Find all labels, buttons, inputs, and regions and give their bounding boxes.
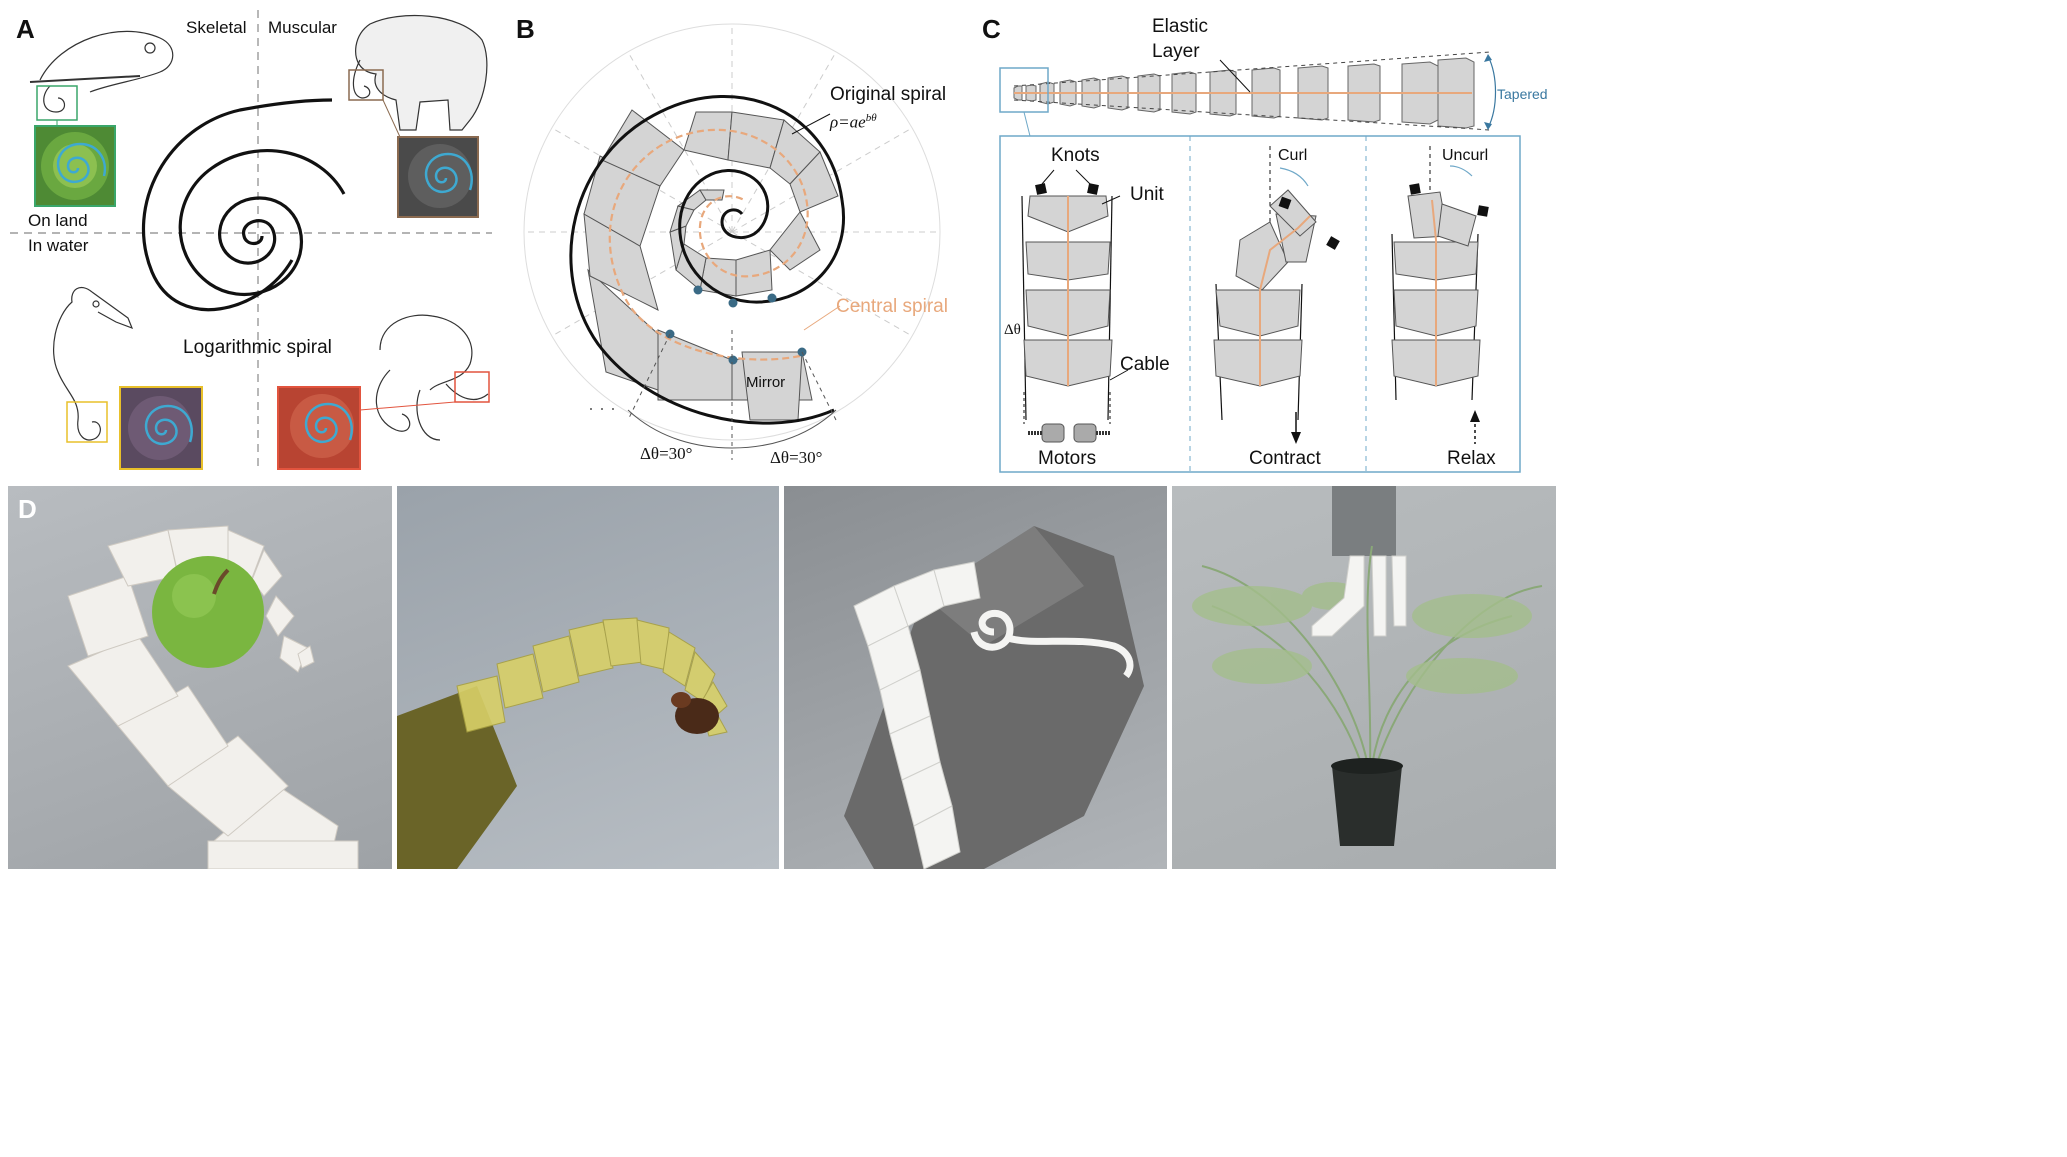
joint-nodes <box>665 285 807 365</box>
spiral-equation-exponent: bθ <box>865 112 877 124</box>
central-spiral-label: Central spiral <box>836 296 948 317</box>
cable-label: Cable <box>1120 354 1170 375</box>
uncurl-column <box>1391 146 1489 444</box>
panel-b: B <box>500 0 970 480</box>
on-land-label: On land <box>28 211 88 230</box>
elephant-sketch <box>352 14 488 131</box>
panel-c-figure <box>999 51 1521 473</box>
octopus-zoom-box <box>454 371 490 403</box>
elastic-layer-label-2: Layer <box>1152 41 1200 62</box>
uncurl-label: Uncurl <box>1442 147 1489 164</box>
panel-a-label: A <box>16 14 35 44</box>
elephant-trunk-photo <box>397 136 479 218</box>
panel-a-figure <box>10 10 492 472</box>
chameleon-sketch <box>29 30 174 113</box>
tapered-robot <box>1013 57 1475 129</box>
chameleon-zoom-box <box>36 85 78 121</box>
elastic-layer-label-1: Elastic <box>1152 16 1208 37</box>
tapered-label: Tapered <box>1497 86 1548 102</box>
knots-label: Knots <box>1051 145 1100 166</box>
octopus-sketch <box>375 314 489 441</box>
mirror-label: Mirror <box>746 374 786 391</box>
motors <box>1028 423 1110 443</box>
panel-d-label: D <box>18 494 37 524</box>
spiral-equation: ρ=aebθ <box>830 112 877 133</box>
insect-grasp-illustration <box>397 617 728 869</box>
logarithmic-spiral <box>178 148 346 297</box>
panel-c-label: C <box>982 14 1001 44</box>
seahorse-sketch <box>53 287 134 441</box>
logarithmic-spiral-outer <box>141 98 333 312</box>
chameleon-tail-photo <box>34 125 116 207</box>
delta-right-label: Δθ=30° <box>770 448 823 467</box>
panel-b-figure <box>523 23 941 460</box>
spiral-equation-base: ρ=ae <box>830 112 866 132</box>
seahorse-tail-photo <box>119 386 203 470</box>
photo-rock-grasp <box>784 486 1167 869</box>
curl-column <box>1213 146 1340 444</box>
muscular-label: Muscular <box>268 18 337 37</box>
actuation-frame <box>999 135 1521 473</box>
photo-apple-grasp <box>8 486 392 869</box>
delta-left-label: Δθ=30° <box>640 444 693 463</box>
elephant-zoom-box <box>348 69 384 101</box>
panel-c: C Elastic Layer <box>970 0 1563 480</box>
original-spiral <box>569 95 845 425</box>
spiral-units <box>583 109 839 421</box>
apple-grasp-illustration <box>67 525 359 869</box>
plant-grasp-illustration <box>1192 486 1543 846</box>
central-spiral <box>608 128 809 361</box>
ellipsis: · · · <box>588 398 616 418</box>
logarithmic-spiral-caption: Logarithmic spiral <box>183 337 332 358</box>
seahorse-zoom-box <box>66 401 108 443</box>
panel-b-label: B <box>516 14 535 44</box>
delta-theta-label: Δθ <box>1004 322 1021 338</box>
photo-plant-grasp <box>1172 486 1556 869</box>
relax-label: Relax <box>1447 448 1496 469</box>
unit-label: Unit <box>1130 184 1164 205</box>
skeletal-label: Skeletal <box>186 18 247 37</box>
in-water-label: In water <box>28 236 89 255</box>
rock-grasp-illustration <box>844 526 1144 869</box>
panel-a: A <box>0 0 500 480</box>
contract-label: Contract <box>1249 448 1321 469</box>
motors-label: Motors <box>1038 448 1097 469</box>
curl-label: Curl <box>1278 147 1308 164</box>
resting-column <box>1021 169 1129 443</box>
photo-insect-grasp <box>397 486 779 869</box>
octopus-tentacle-photo <box>277 386 361 470</box>
original-spiral-label: Original spiral <box>830 84 947 105</box>
